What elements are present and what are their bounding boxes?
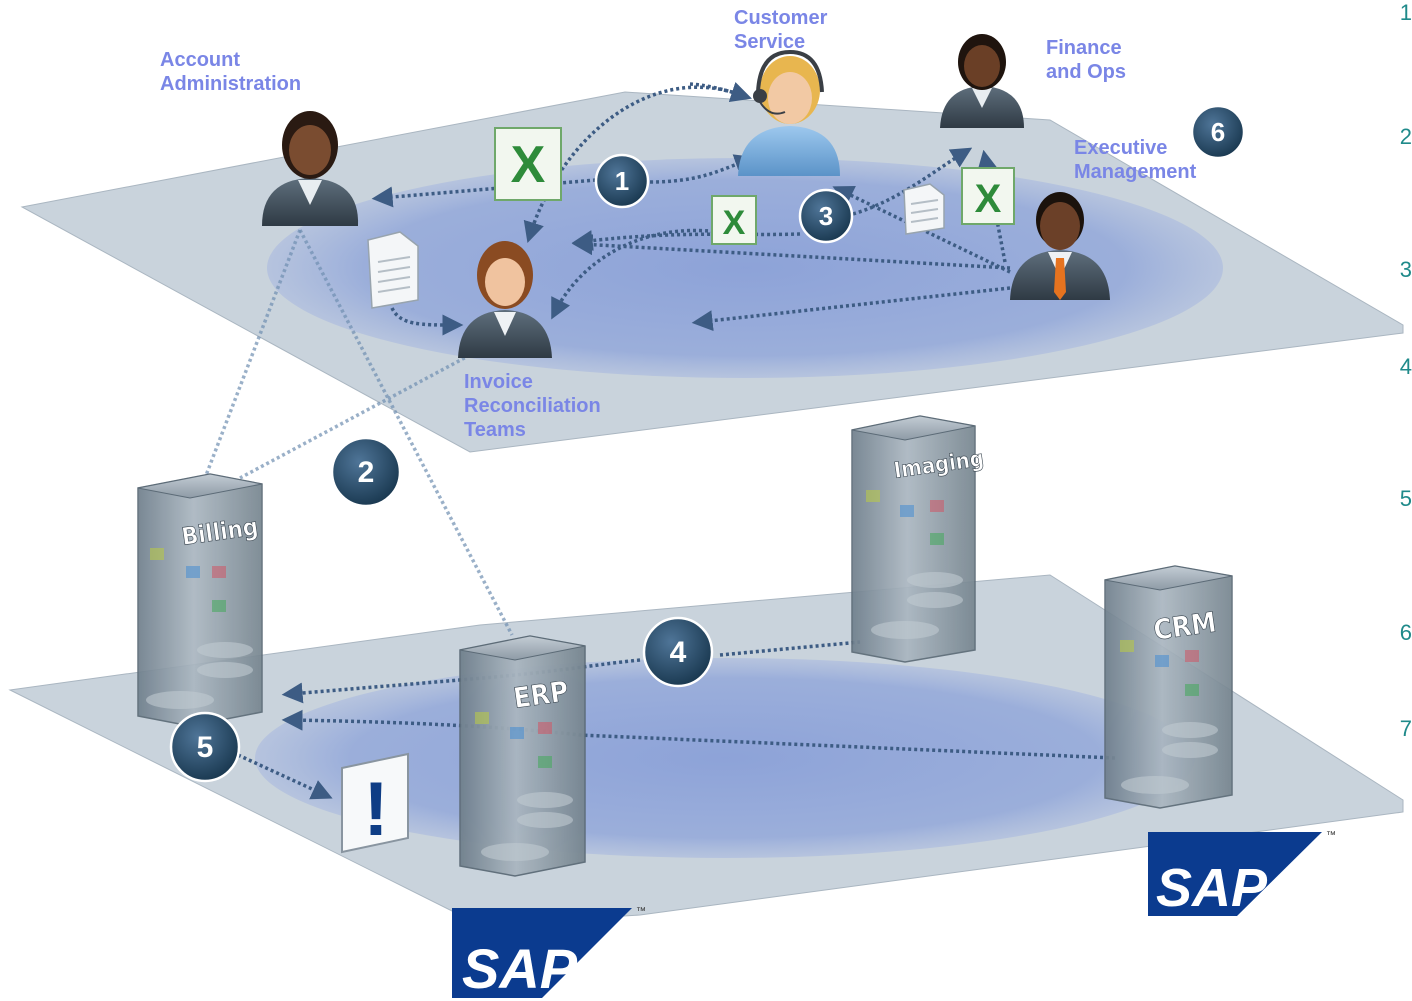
edge-number: 1 [1399, 0, 1412, 25]
person-executive[interactable] [1010, 192, 1110, 300]
svg-text:™: ™ [636, 906, 646, 917]
server-label-erp: ERP [511, 675, 570, 715]
svg-text:6: 6 [1211, 117, 1225, 147]
svg-text:3: 3 [819, 201, 833, 231]
person-account-admin[interactable] [262, 111, 359, 226]
edge-number: 2 [1399, 124, 1412, 149]
arrow-exec-center [691, 286, 1011, 332]
arrow-cs-head [689, 82, 752, 102]
edge-number: 3 [1399, 257, 1412, 282]
arrow-3-finance [852, 147, 973, 216]
arrow-5-alert [237, 753, 333, 800]
svg-text:SAP: SAP [1156, 858, 1268, 918]
server-billing[interactable] [137, 473, 263, 727]
arrow-to-cs [649, 154, 756, 184]
link-admin-erp [298, 229, 514, 636]
edge-number: 4 [1399, 354, 1412, 379]
edge-number: 7 [1399, 716, 1412, 741]
step-badge-6[interactable]: 6 [1190, 104, 1246, 160]
arrow-exec-cs [832, 186, 1011, 274]
step-badge-4[interactable]: 4 [642, 616, 714, 688]
document-icon [903, 183, 945, 235]
sap-logo: SAP ™ [452, 906, 646, 1000]
svg-text:!: ! [363, 767, 388, 852]
step-badge-5[interactable]: 5 [169, 711, 241, 783]
step-badge-2[interactable]: 2 [330, 436, 402, 508]
svg-text:X: X [723, 204, 746, 242]
svg-text:4: 4 [670, 636, 687, 669]
arrow-excel-invoice [551, 228, 721, 320]
person-invoice-teams[interactable] [458, 241, 552, 358]
sap-logo: SAP ™ [1148, 830, 1336, 918]
svg-text:1: 1 [615, 166, 629, 196]
svg-text:5: 5 [197, 731, 214, 764]
person-customer-service[interactable] [738, 49, 840, 176]
label-account-admin: Account Administration [160, 49, 302, 95]
server-crm[interactable] [1104, 565, 1233, 809]
svg-text:X: X [975, 177, 1002, 221]
label-finance-ops: Finance and Ops [1046, 37, 1127, 83]
excel-icon: X [961, 167, 1015, 225]
svg-text:™: ™ [1326, 830, 1336, 841]
link-admin-billing [203, 229, 302, 479]
label-customer-service: Customer Service [734, 7, 828, 53]
server-label-crm: CRM [1151, 605, 1218, 646]
link-invoice-billing [239, 353, 471, 480]
server-imaging[interactable] [851, 415, 976, 663]
document-icon [367, 231, 419, 309]
excel-icon: X [711, 195, 757, 245]
edge-number: 6 [1399, 620, 1412, 645]
person-finance-ops[interactable] [940, 34, 1024, 128]
server-erp[interactable] [459, 635, 586, 877]
step-badge-1[interactable]: 1 [594, 153, 650, 209]
svg-text:2: 2 [358, 456, 375, 489]
edge-number: 5 [1399, 486, 1412, 511]
alert-icon: ! [341, 752, 409, 854]
step-badge-3[interactable]: 3 [798, 188, 854, 244]
svg-text:X: X [511, 136, 546, 194]
svg-text:SAP: SAP [462, 937, 578, 1000]
label-executive: Executive Management [1074, 137, 1197, 183]
excel-icon: X [494, 127, 562, 201]
label-invoice-teams: Invoice Reconciliation Teams [464, 371, 601, 441]
